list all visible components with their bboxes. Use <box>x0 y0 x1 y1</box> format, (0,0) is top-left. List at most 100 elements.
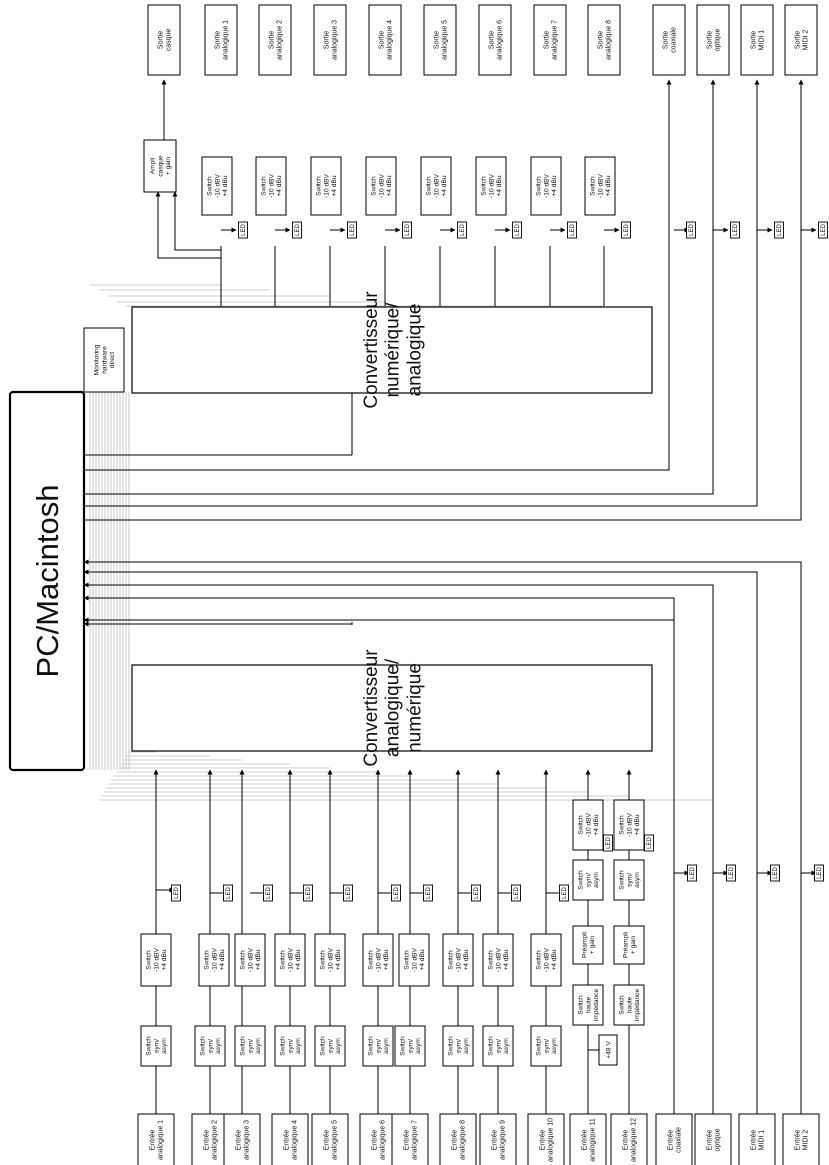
output-13-frame <box>784 4 818 76</box>
led-frame <box>726 864 736 882</box>
input-level-switch-frame <box>572 799 604 851</box>
output-led: LED <box>512 221 522 239</box>
input-level-switch-label: Switch <box>536 950 543 970</box>
input-16-label: Entrée <box>794 1130 801 1151</box>
output-led: LED <box>567 221 577 239</box>
input-14-label: Entrée <box>706 1130 713 1151</box>
led-label: LED <box>295 223 301 235</box>
output-level-switch-label: -10 dBV <box>268 173 275 197</box>
input-3-frame <box>223 1113 261 1165</box>
sym-switch-label: Switch <box>488 1036 495 1056</box>
preamp-block-label: Préampli <box>582 931 589 958</box>
input-2-label: Entrée <box>203 1130 210 1151</box>
input-led: LED <box>171 884 181 902</box>
output-5-label: Sortie <box>378 31 385 49</box>
ad-converter-label: Convertisseur <box>361 649 382 767</box>
sym-switch-label: sym/ <box>407 1039 414 1053</box>
input-8-label: Entrée <box>451 1130 458 1151</box>
input-level-switch-label: Switch <box>240 950 247 970</box>
digital-in-led: LED <box>770 864 780 882</box>
input-level-switch-label: -10 dBV <box>495 947 502 971</box>
led-label: LED <box>306 886 312 898</box>
led-frame <box>347 221 357 239</box>
output-level-switch-label: -10 dBV <box>378 173 385 197</box>
input-level-switch-label: Switch <box>404 950 411 970</box>
led-label: LED <box>515 223 521 235</box>
monitoring-block-label: direct <box>109 352 116 368</box>
sym-switch-label: asym <box>255 1038 262 1054</box>
led-label: LED <box>241 223 247 235</box>
output-12-label: MIDI 1 <box>758 30 765 51</box>
output-level-switch: Switch-10 dBV+4 dBu <box>365 156 397 216</box>
output-level-switch-label: +4 dBu <box>386 175 393 196</box>
sym-switch-label: sym/ <box>495 1039 502 1053</box>
led-frame <box>512 221 522 239</box>
sym-switch-label: Switch <box>368 1036 375 1056</box>
digital-in-line <box>83 595 675 1130</box>
input-level-switch: Switch-10 dBV+4 dBu <box>530 933 562 987</box>
sym-switch-frame <box>362 1025 394 1067</box>
input-level-switch-label: Switch <box>578 815 585 835</box>
output-led: LED <box>457 221 467 239</box>
sym-switch-label: Switch <box>320 1036 327 1056</box>
led-label: LED <box>350 223 356 235</box>
led-frame <box>343 884 353 902</box>
input-level-switch-label: -10 dBV <box>153 947 160 971</box>
input-8-frame <box>439 1113 477 1165</box>
input-level-switch-label: -10 dBV <box>626 812 633 836</box>
led-frame <box>687 864 697 882</box>
input-16-frame <box>782 1113 820 1165</box>
led-frame <box>263 884 273 902</box>
input-11-label: analogique 11 <box>589 1118 596 1162</box>
output-level-switch-label: +4 dBu <box>276 175 283 196</box>
input-level-switch-label: Switch <box>280 950 287 970</box>
output-level-switch: Switch-10 dBV+4 dBu <box>201 156 233 216</box>
sym-switch-label: asym <box>335 1038 342 1054</box>
input-6-label: Entrée <box>371 1130 378 1151</box>
input-level-switch-label: -10 dBV <box>247 947 254 971</box>
sym-switch-frame <box>274 1025 306 1067</box>
output-level-switch-label: -10 dBV <box>597 173 604 197</box>
digital-out-line <box>84 79 672 471</box>
input-12-label: analogique 12 <box>630 1118 637 1162</box>
sym-switch-label: sym/ <box>207 1039 214 1053</box>
input-4-frame <box>271 1113 309 1165</box>
digital-out-line <box>84 79 716 495</box>
sym-switch-label: asym <box>215 1038 222 1054</box>
input-12-frame <box>610 1113 648 1165</box>
headphone-amp-label: + gain <box>165 157 172 175</box>
digital-out-line <box>84 79 804 521</box>
computer-block: PC/Macintosh <box>8 390 86 772</box>
input-led: LED <box>471 884 481 902</box>
output-1-frame <box>147 4 181 76</box>
da-converter-frame <box>131 306 653 394</box>
input-level-switch-label: Switch <box>146 950 153 970</box>
input-level-switch-label: +4 dBu <box>634 814 641 835</box>
output-1-label: Sortie <box>157 31 164 49</box>
output-6-frame <box>423 4 457 76</box>
output-13-label: Sortie <box>794 31 801 49</box>
output-level-switch-label: Switch <box>481 176 488 196</box>
input-level-switch-frame <box>362 933 394 987</box>
led-frame <box>567 221 577 239</box>
input-level-switch-label: +4 dBu <box>219 949 226 970</box>
led-label: LED <box>514 886 520 898</box>
sym-switch-label: asym <box>161 1038 168 1054</box>
input-level-switch: Switch-10 dBV+4 dBu <box>482 933 514 987</box>
